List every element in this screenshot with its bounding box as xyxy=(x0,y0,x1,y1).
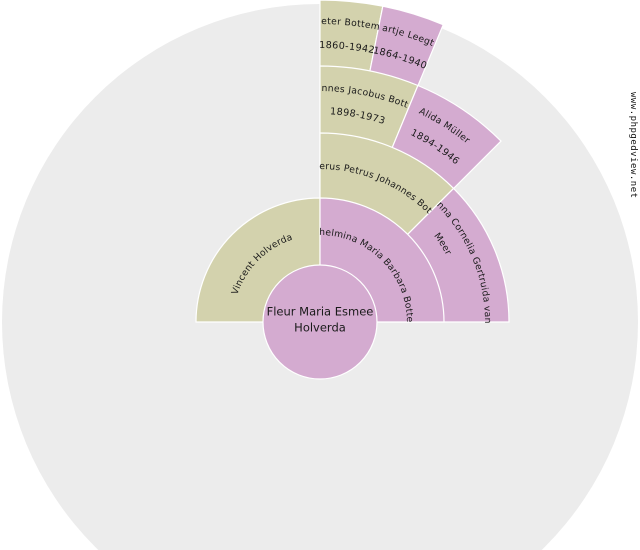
center-person-name-line2: Holverda xyxy=(294,321,346,335)
site-watermark: www.phpgedview.net xyxy=(628,92,638,199)
segment-center-person[interactable] xyxy=(262,264,378,380)
center-person-name-line1: Fleur Maria Esmee xyxy=(267,305,374,319)
